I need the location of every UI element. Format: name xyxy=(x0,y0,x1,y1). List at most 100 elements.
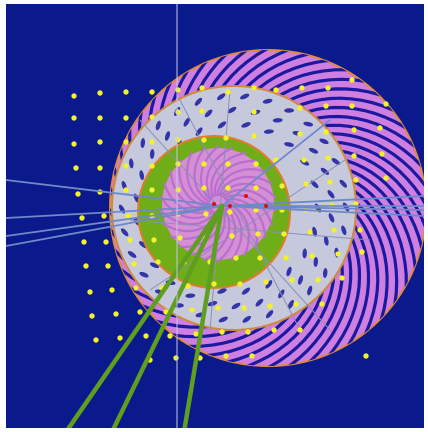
hit-dot xyxy=(201,137,207,143)
hit-dot xyxy=(299,85,305,91)
blue-track xyxy=(6,205,223,237)
hit-dot xyxy=(363,353,369,359)
hit-dot xyxy=(175,87,181,93)
hit-dot xyxy=(149,114,155,120)
hit-dot xyxy=(309,253,315,259)
hit-dot xyxy=(283,255,289,261)
hit-dot xyxy=(113,311,119,317)
hit-dot xyxy=(327,179,333,185)
hit-dot xyxy=(201,185,207,191)
middle-disk-hole xyxy=(272,118,283,123)
green-track xyxy=(111,203,225,428)
middle-disk-hole xyxy=(139,170,145,181)
hit-dot xyxy=(351,127,357,133)
middle-disk-hole xyxy=(217,288,227,294)
hit-dot xyxy=(101,213,107,219)
middle-disk-hole xyxy=(265,310,274,319)
hit-dot xyxy=(117,335,123,341)
hit-dot xyxy=(89,313,95,319)
blue-track xyxy=(221,205,424,211)
hit-dot xyxy=(349,77,355,83)
hit-dot xyxy=(223,135,229,141)
hit-dot xyxy=(175,109,181,115)
hit-dot xyxy=(201,161,207,167)
hit-dot xyxy=(175,161,181,167)
hit-dot xyxy=(177,235,183,241)
hit-dot xyxy=(379,151,385,157)
blue-track xyxy=(6,205,223,219)
middle-disk-hole xyxy=(262,98,273,104)
middle-disk-hole xyxy=(297,275,304,285)
core-stripe xyxy=(200,145,220,202)
hit-dot xyxy=(215,305,221,311)
hit-dot xyxy=(303,181,309,187)
hit-dot xyxy=(83,263,89,269)
hit-dot xyxy=(297,105,303,111)
middle-disk-hole xyxy=(241,287,251,295)
hit-dot xyxy=(185,283,191,289)
hit-dot xyxy=(233,255,239,261)
core-stripe xyxy=(225,204,243,262)
middle-disk-hole xyxy=(284,108,295,113)
hit-dot xyxy=(229,233,235,239)
hit-dot xyxy=(123,187,129,193)
core-stripe xyxy=(159,209,217,226)
hit-dot xyxy=(281,231,287,237)
vertex-mark xyxy=(264,204,268,208)
hit-dot xyxy=(71,93,77,99)
hit-dot xyxy=(87,289,93,295)
hit-dot xyxy=(133,285,139,291)
hit-dot xyxy=(349,103,355,109)
hit-dot xyxy=(223,353,229,359)
hit-dot xyxy=(359,249,365,255)
middle-disk-hole xyxy=(302,248,307,259)
middle-disk-hole xyxy=(240,93,250,100)
middle-disk-hole xyxy=(310,180,319,189)
hit-dot xyxy=(357,227,363,233)
hit-dot xyxy=(225,185,231,191)
hit-dot xyxy=(97,90,103,96)
hit-dot xyxy=(103,239,109,245)
middle-disk-hole xyxy=(322,268,328,278)
hit-dot xyxy=(127,237,133,243)
hit-dot xyxy=(123,89,129,95)
hit-dot xyxy=(253,161,259,167)
hit-dot xyxy=(97,165,103,171)
vertex-mark xyxy=(228,204,232,208)
middle-disk-hole xyxy=(286,266,292,277)
middle-disk-hole xyxy=(185,293,196,298)
hit-dot xyxy=(71,115,77,121)
green-track xyxy=(182,203,225,428)
middle-disk-hole xyxy=(308,147,319,154)
middle-disk-hole xyxy=(127,251,137,258)
hit-dot xyxy=(307,229,313,235)
hit-dot xyxy=(339,275,345,281)
hit-dot xyxy=(267,303,273,309)
hit-dot xyxy=(249,353,255,359)
hit-dot xyxy=(273,87,279,93)
hit-dot xyxy=(167,333,173,339)
hit-dot xyxy=(189,307,195,313)
middle-disk-hole xyxy=(341,225,347,236)
hit-dot xyxy=(173,355,179,361)
middle-disk-hole xyxy=(255,298,264,307)
hit-dot xyxy=(377,125,383,131)
core-stripe xyxy=(217,175,274,197)
middle-disk-hole xyxy=(129,158,134,169)
hit-dot xyxy=(97,139,103,145)
hit-dot xyxy=(227,209,233,215)
middle-disk-hole xyxy=(241,122,251,128)
chord-line xyxy=(129,219,371,241)
hit-dot xyxy=(251,85,257,91)
hit-dot xyxy=(81,239,87,245)
hit-dot xyxy=(289,277,295,283)
middle-disk-hole xyxy=(183,117,190,127)
middle-disk-hole xyxy=(216,93,226,101)
vertex-marks xyxy=(212,194,268,208)
hit-dot xyxy=(319,301,325,307)
middle-disk-hole xyxy=(339,179,348,188)
hit-dot xyxy=(71,141,77,147)
hit-dot xyxy=(203,211,209,217)
